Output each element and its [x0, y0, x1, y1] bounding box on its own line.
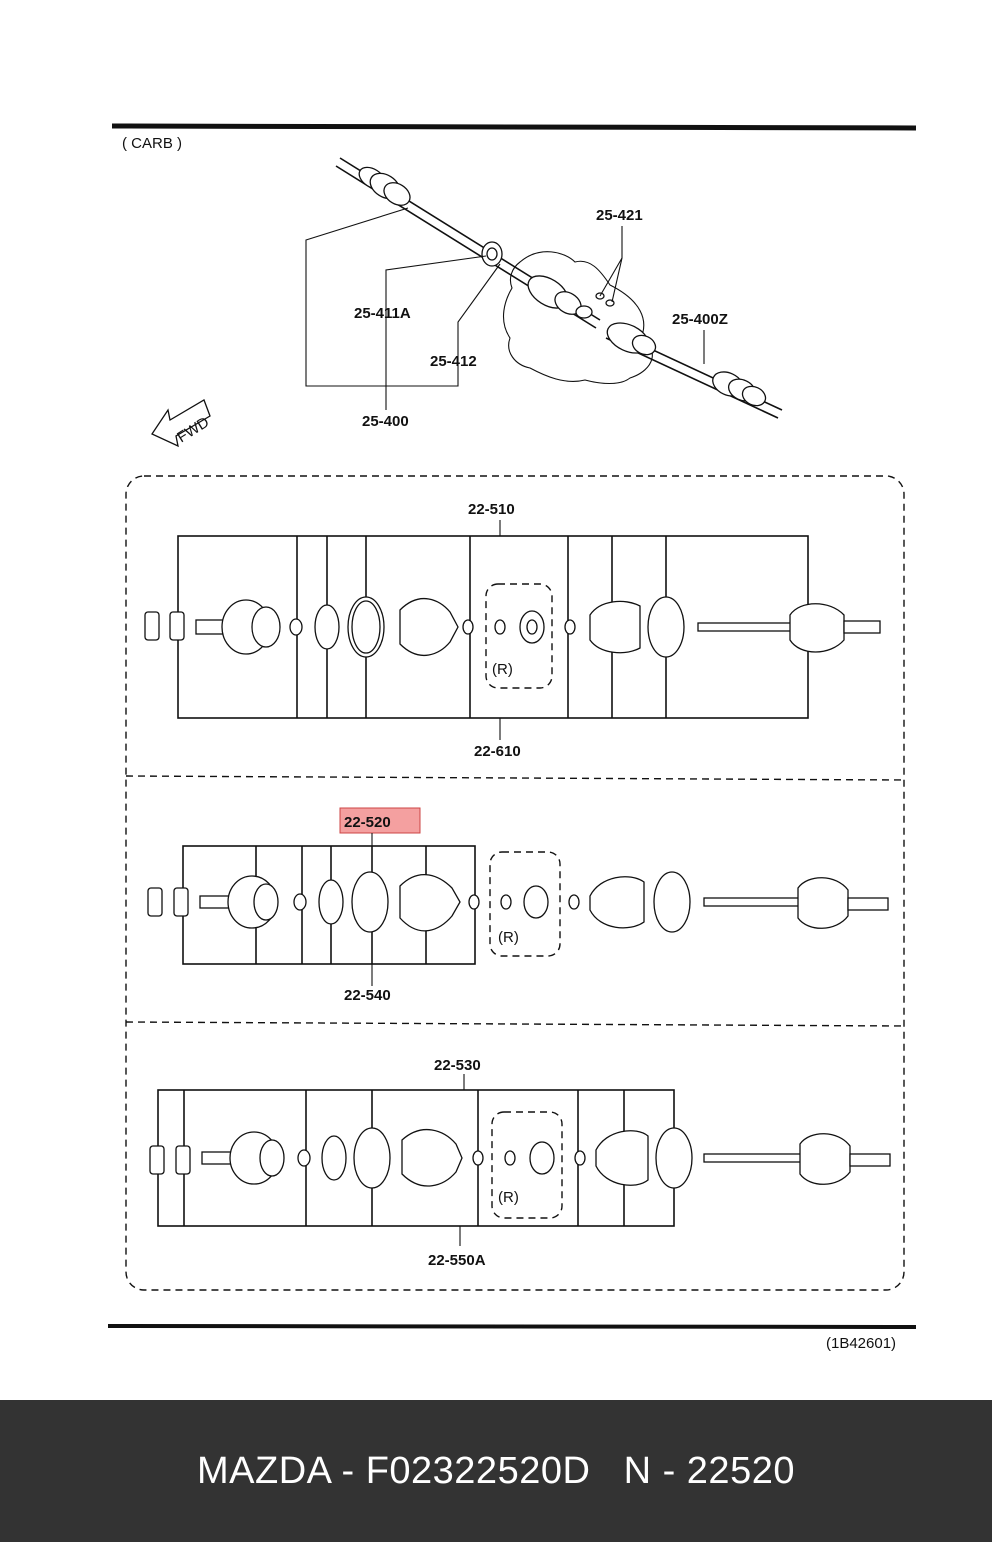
figure-code: (1B42601) [826, 1335, 896, 1352]
label-25-411a: 25-411A [354, 305, 411, 322]
top-rule [111, 123, 917, 131]
right-drive-shaft [595, 292, 783, 419]
label-25-400: 25-400 [362, 413, 409, 430]
fwd-arrow-icon: FWD [151, 399, 212, 448]
label-22-510: 22-510 [468, 501, 515, 518]
section-1 [144, 520, 881, 740]
highlight-22-520 [339, 807, 421, 834]
section-divider-2 [125, 1021, 905, 1027]
transaxle-outline [502, 251, 653, 385]
variant-label: ( CARB ) [122, 135, 182, 152]
label-22-550a: 22-550A [428, 1252, 486, 1269]
label-25-421: 25-421 [596, 207, 643, 224]
label-r-3: (R) [498, 1189, 519, 1206]
parts-diagram: ( CARB ) 25-421 25-400Z [107, 123, 917, 1352]
bottom-rule [107, 1324, 917, 1329]
label-r-1: (R) [492, 661, 513, 678]
overview-leaders [305, 207, 705, 410]
label-25-400z: 25-400Z [672, 311, 728, 328]
section-2 [147, 807, 889, 986]
label-22-530: 22-530 [434, 1057, 481, 1074]
part-number-footer: MAZDA - F02322520D N - 22520 [0, 1400, 992, 1542]
footer-title: MAZDA - F02322520D N - 22520 [197, 1449, 795, 1492]
sections-frame [125, 475, 905, 1291]
label-25-412: 25-412 [430, 353, 477, 370]
section-divider-1 [125, 775, 905, 781]
label-r-2: (R) [498, 929, 519, 946]
section-3 [149, 1074, 891, 1246]
label-22-520: 22-520 [344, 814, 391, 831]
label-22-610: 22-610 [474, 743, 521, 760]
left-drive-shaft [335, 157, 601, 329]
label-22-540: 22-540 [344, 987, 391, 1004]
